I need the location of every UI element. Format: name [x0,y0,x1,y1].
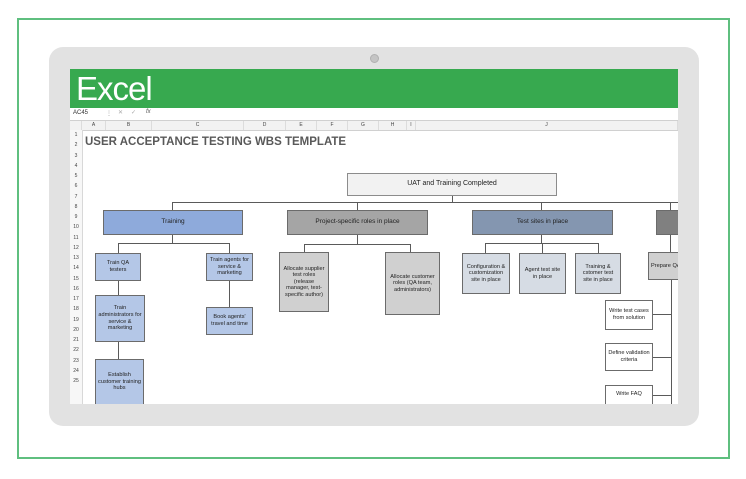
row-header[interactable]: 20 [73,327,79,333]
column-header[interactable]: I [407,121,416,130]
formula-bar: AC45 ⋮ ✕ ✓ fx [70,108,678,121]
row-header[interactable]: 19 [73,317,79,323]
wbs-root-box[interactable]: UAT and Training Completed [347,173,557,196]
row-header[interactable]: 15 [73,276,79,282]
wbs-prepare-qa-box[interactable]: Prepare QA [648,252,678,280]
connector-line [357,235,358,244]
column-headers: A B C D E F G H I J [70,121,678,131]
row-header[interactable]: 2 [74,142,78,148]
connector-line [541,235,542,243]
wbs-agent-site-box[interactable]: Agent test site in place [519,253,566,294]
column-header[interactable]: E [286,121,317,130]
row-header[interactable]: 13 [73,255,79,261]
column-header[interactable]: F [317,121,348,130]
column-header[interactable]: J [416,121,678,130]
cancel-icon[interactable]: ✕ [118,110,124,116]
name-box-dropdown-icon[interactable]: ⋮ [106,111,112,117]
connector-line [304,244,411,245]
row-header[interactable]: 25 [73,378,79,384]
row-header[interactable]: 5 [74,173,78,179]
row-header[interactable]: 12 [73,245,79,251]
wbs-train-qa-box[interactable]: Train QA testers [95,253,141,281]
row-headers: 1 2 3 4 5 6 7 8 9 10 11 12 13 14 15 16 1… [70,130,83,404]
connector-line [304,244,305,252]
insert-function-button[interactable]: fx [146,109,151,115]
column-header[interactable]: B [106,121,152,130]
column-header[interactable]: A [82,121,106,130]
row-header[interactable]: 16 [73,286,79,292]
connector-line [653,357,671,358]
connector-line [172,235,173,243]
row-header[interactable]: 18 [73,306,79,312]
sheet-title: USER ACCEPTANCE TESTING WBS TEMPLATE [85,136,347,148]
row-header[interactable]: 14 [73,265,79,271]
connector-line [653,314,671,315]
confirm-icon[interactable]: ✓ [131,110,137,116]
column-header[interactable]: C [152,121,244,130]
spreadsheet-screen: Excel AC45 ⋮ ✕ ✓ fx A B C D E F G H I J … [70,69,678,404]
row-header[interactable]: 24 [73,368,79,374]
page-frame [17,18,730,459]
connector-line [172,202,678,203]
row-header[interactable]: 10 [73,224,79,230]
row-header[interactable]: 17 [73,296,79,302]
column-header[interactable]: D [244,121,286,130]
wbs-train-agents-box[interactable]: Train agents for service & marketing [206,253,253,281]
select-all-corner[interactable] [70,121,82,130]
wbs-book-travel-box[interactable]: Book agents' travel and time [206,307,253,335]
row-header[interactable]: 6 [74,183,78,189]
wbs-prep-header-box[interactable] [656,210,678,235]
wbs-customer-site-box[interactable]: Training & cstomer test site in place [575,253,621,294]
connector-line [410,244,411,252]
wbs-roles-box[interactable]: Project-specific roles in place [287,210,428,235]
app-title: Excel [76,70,153,107]
row-header[interactable]: 21 [73,337,79,343]
connector-line [485,243,486,253]
wbs-training-hubs-box[interactable]: Establish customer training hubs [95,359,144,404]
wbs-validation-criteria-box[interactable]: Define validation criteria [605,343,653,371]
row-header[interactable]: 1 [74,132,78,138]
connector-line [229,281,230,307]
wbs-config-site-box[interactable]: Configuration & customization site in pl… [462,253,510,294]
webcam-icon [370,54,379,63]
row-header[interactable]: 7 [74,194,78,200]
connector-line [541,202,542,210]
connector-line [229,243,230,253]
column-header[interactable]: G [348,121,379,130]
wbs-write-test-cases-box[interactable]: Write test cases from solution [605,300,653,330]
connector-line [118,243,230,244]
row-header[interactable]: 11 [73,235,79,241]
wbs-allocate-supplier-box[interactable]: Allocate supplier test roles (release ma… [279,252,329,312]
connector-line [542,243,543,253]
connector-line [598,243,599,253]
connector-line [118,342,119,359]
connector-line [118,281,119,295]
row-header[interactable]: 9 [74,214,78,220]
row-header[interactable]: 8 [74,204,78,210]
connector-line [357,202,358,210]
row-header[interactable]: 3 [74,153,78,159]
connector-line [670,235,671,252]
connector-line [452,196,453,203]
connector-line [653,395,671,396]
column-header[interactable]: H [379,121,407,130]
name-box[interactable]: AC45 [73,110,89,116]
connector-line [172,202,173,210]
app-banner: Excel [70,69,678,108]
wbs-write-faq-box[interactable]: Write FAQ [605,385,653,404]
wbs-training-box[interactable]: Training [103,210,243,235]
connector-line [671,280,672,404]
row-header[interactable]: 23 [73,358,79,364]
wbs-sites-box[interactable]: Test sites in place [472,210,613,235]
connector-line [118,243,119,253]
row-header[interactable]: 22 [73,347,79,353]
connector-line [670,202,671,210]
row-header[interactable]: 4 [74,163,78,169]
wbs-train-admins-box[interactable]: Train administrators for service & marke… [95,295,145,342]
wbs-allocate-customer-box[interactable]: Allocate customer roles (QA team, admini… [385,252,440,315]
